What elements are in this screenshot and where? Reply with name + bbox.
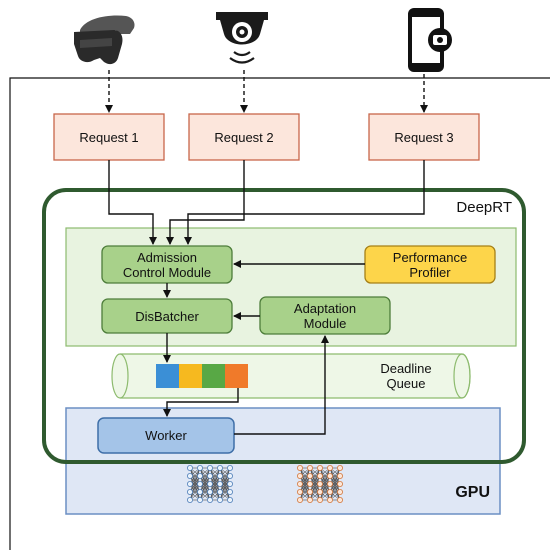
deeprt-container xyxy=(42,188,526,464)
request-1-label: Request 1 xyxy=(79,129,139,145)
request-1-box xyxy=(53,113,165,161)
smartphone-camera-icon xyxy=(408,8,452,72)
request-2-box xyxy=(188,113,300,161)
performance-profiler-label: Performance Profiler xyxy=(392,249,468,280)
request-1-to-admission-arrow xyxy=(108,160,157,245)
worker-to-adaptation-arrow xyxy=(234,335,329,435)
deeprt-label: DeepRT xyxy=(456,198,512,216)
request-3-box xyxy=(368,113,480,161)
queue-item xyxy=(179,364,202,388)
request-3-label: Request 3 xyxy=(394,129,454,145)
queue-to-worker-arrow xyxy=(163,388,239,417)
request-2-label: Request 2 xyxy=(214,129,274,145)
outer-frame xyxy=(9,77,550,550)
vr-headset-icon xyxy=(74,15,135,65)
neural-network-icon-1 xyxy=(186,464,233,503)
adaptation-module-label: Adaptation Module xyxy=(293,300,357,331)
deadline-queue-label: Deadline Queue xyxy=(380,361,432,391)
admission-control-label: Admission Control Module xyxy=(122,249,212,280)
queue-item xyxy=(225,364,248,388)
gpu-label: GPU xyxy=(455,483,490,501)
request-3-to-admission-arrow xyxy=(184,160,425,245)
request-2-to-admission-arrow xyxy=(166,160,245,245)
queue-item xyxy=(202,364,225,388)
disbatcher-label: DisBatcher xyxy=(135,308,199,324)
worker-box xyxy=(97,417,235,454)
queue-item xyxy=(156,364,179,388)
queue-items xyxy=(156,364,248,388)
security-camera-icon xyxy=(216,12,268,64)
neural-network-icon-2 xyxy=(296,464,343,503)
worker-label: Worker xyxy=(145,428,187,443)
